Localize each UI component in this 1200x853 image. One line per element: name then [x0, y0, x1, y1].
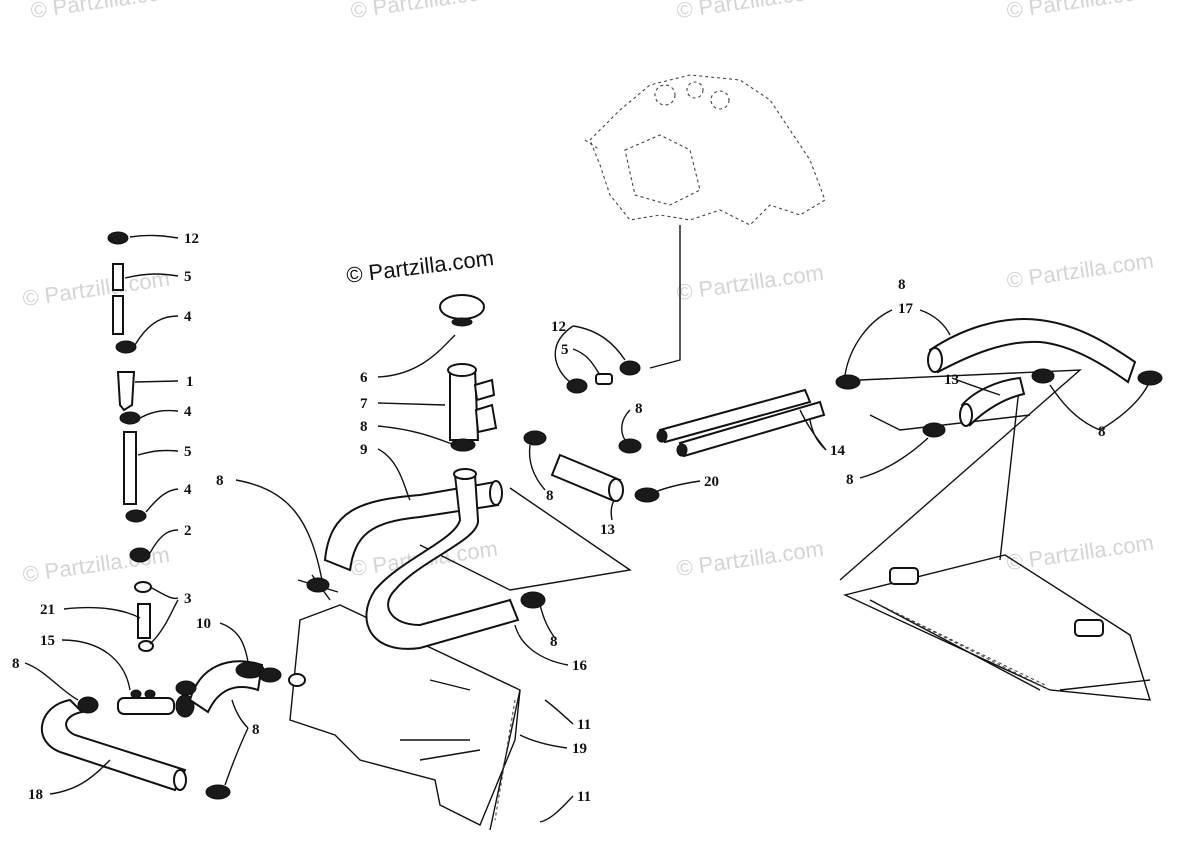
callout-label: 8	[216, 473, 224, 489]
callout-label: 18	[28, 787, 43, 803]
callout-labels: 12 5 4 1 4 5 4 2 3 21 15 10 8 8 18 8 6 7…	[12, 231, 1106, 805]
callout-label: 1	[186, 374, 194, 390]
callout-label: 8	[846, 472, 854, 488]
callout-label: 19	[572, 741, 587, 757]
callout-label: 21	[40, 602, 55, 618]
callout-label: 5	[184, 269, 192, 285]
callout-label: 16	[572, 658, 588, 674]
callout-label: 13	[944, 372, 959, 388]
engine-outline	[584, 74, 826, 369]
callout-label: 8	[12, 656, 20, 672]
radiator-right	[842, 554, 1151, 701]
hose-10	[175, 660, 306, 714]
callout-label: 3	[184, 591, 192, 607]
callout-label: 5	[561, 342, 569, 358]
callout-label: 8	[546, 488, 554, 504]
callout-label: 6	[360, 370, 368, 386]
callout-label: 20	[704, 474, 719, 490]
tube-14	[656, 388, 826, 458]
hose-17	[835, 318, 1163, 390]
radiator-cap-6	[439, 294, 485, 327]
tee-fitting-15	[117, 689, 195, 718]
callout-label: 8	[550, 634, 558, 650]
frame-line	[839, 369, 1082, 581]
callout-label: 4	[184, 404, 192, 420]
hose-clamp-8	[258, 430, 642, 683]
radiator-left	[289, 604, 521, 831]
callout-label: 7	[360, 396, 368, 412]
leader-lines	[24, 234, 1149, 823]
callout-label: 11	[577, 789, 591, 805]
callout-label: 8	[252, 722, 260, 738]
callout-label: 13	[600, 522, 615, 538]
hose-13	[922, 368, 1055, 438]
callout-label: 5	[184, 444, 192, 460]
callout-label: 2	[184, 523, 192, 539]
callout-label: 9	[360, 442, 368, 458]
callout-label: 10	[196, 616, 211, 632]
hose-13	[550, 453, 660, 503]
frame-line	[999, 379, 1021, 561]
frame-line	[869, 414, 1031, 431]
overflow-tube-stack	[107, 231, 154, 652]
callout-label: 17	[898, 301, 914, 317]
callout-label: 11	[577, 717, 591, 733]
filler-neck-7	[447, 363, 498, 452]
callout-label: 8	[898, 277, 906, 293]
callout-label: 8	[635, 401, 643, 417]
fitting-12	[566, 360, 641, 394]
callout-label: 8	[1098, 424, 1106, 440]
callout-label: 4	[184, 309, 192, 325]
callout-label: 4	[184, 482, 192, 498]
callout-label: 8	[360, 419, 368, 435]
hose-16	[365, 468, 546, 650]
hose-18	[40, 696, 231, 800]
callout-label: 12	[184, 231, 199, 247]
callout-label: 12	[551, 319, 566, 335]
frame-line	[419, 487, 632, 591]
callout-label: 15	[40, 633, 55, 649]
callout-label: 14	[830, 443, 846, 459]
